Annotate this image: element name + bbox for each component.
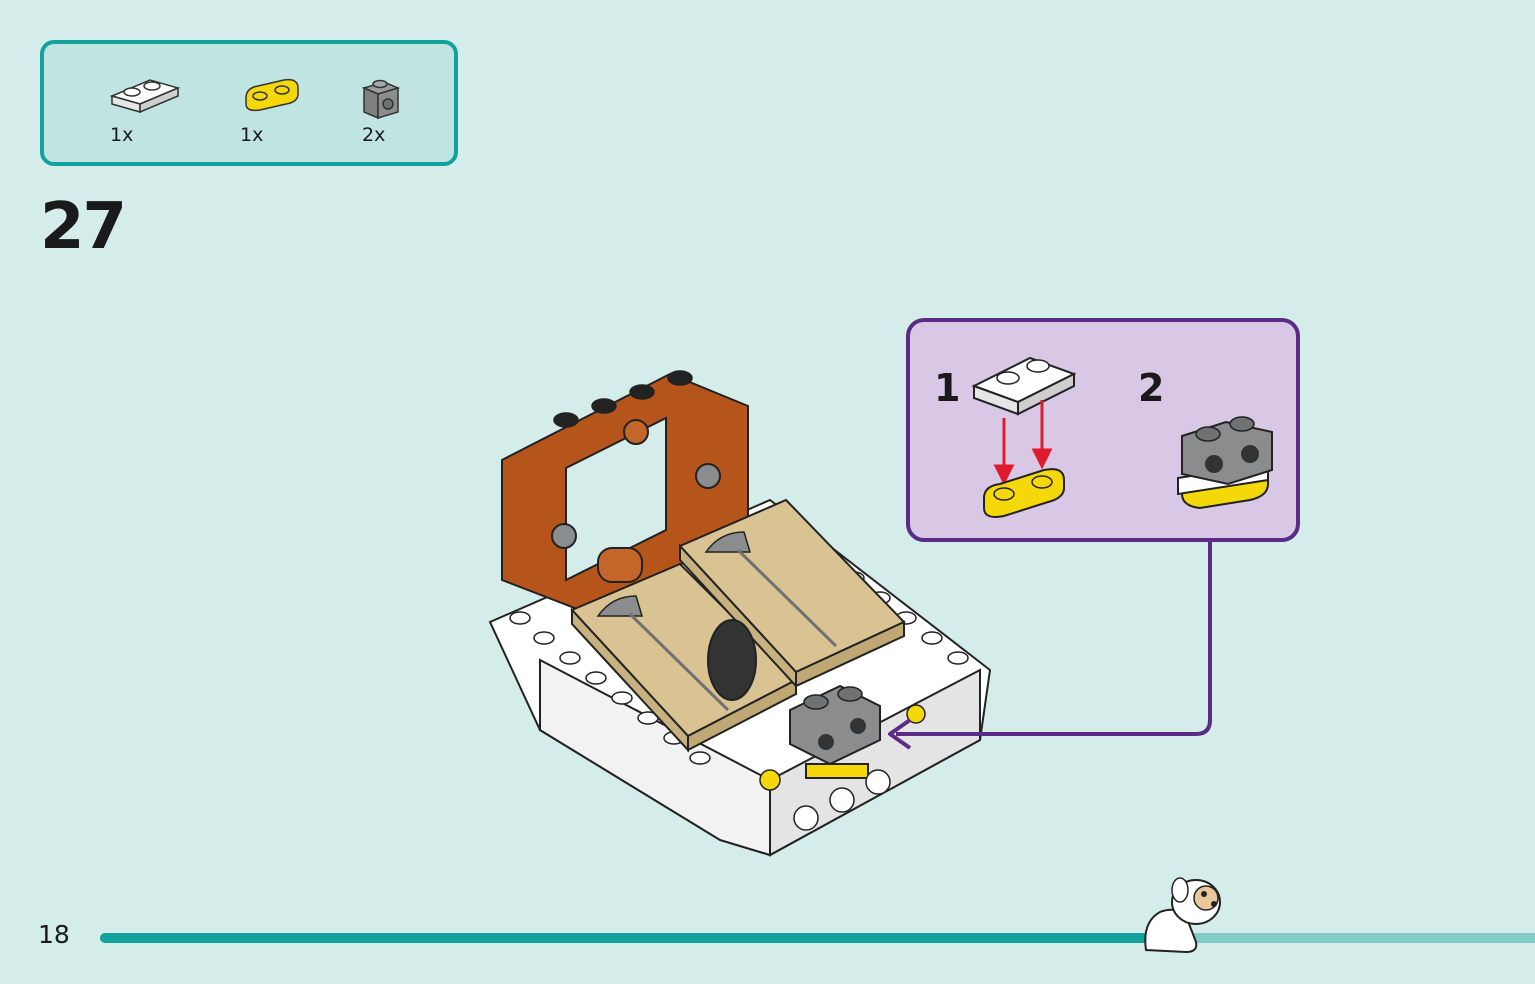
- parts-list-item: 1x: [236, 74, 316, 154]
- bottom-holes: [793, 769, 891, 831]
- parts-list-item: 1x: [106, 74, 186, 154]
- white-plate-1x2-icon: [109, 79, 181, 114]
- yellow-plate-rounded-1x2-icon: [245, 78, 299, 112]
- grey-brick-1x1-stud-icon: [361, 79, 401, 120]
- parts-list-panel: 1x 1x 2x: [40, 40, 458, 166]
- wheel: [707, 619, 757, 701]
- page-number: 18: [38, 920, 70, 949]
- model-illustration: [488, 370, 992, 857]
- red-arrows: [993, 400, 1053, 486]
- progress-bar-fill: [100, 933, 1148, 943]
- parts-list-item: 2x: [358, 74, 438, 154]
- step-number: 27: [40, 190, 127, 264]
- tan-tile-right: [678, 498, 906, 689]
- grey-brick-assembly: [789, 684, 881, 779]
- part-quantity: 1x: [240, 124, 264, 146]
- part-quantity: 2x: [362, 124, 386, 146]
- progress-bar: [100, 933, 1535, 943]
- part-quantity: 1x: [110, 124, 134, 146]
- callout-connector-arrow: [888, 540, 1212, 750]
- yellow-studs: [759, 704, 926, 791]
- sub-assembly-callout: 1 2: [906, 318, 1300, 542]
- sub-step-number: 1: [934, 366, 961, 410]
- dog-mascot-icon: [1144, 877, 1221, 954]
- sub-step-2-diagram: [1177, 416, 1273, 510]
- sub-step-number: 2: [1138, 366, 1165, 410]
- sub-step-1-diagram: [971, 356, 1077, 518]
